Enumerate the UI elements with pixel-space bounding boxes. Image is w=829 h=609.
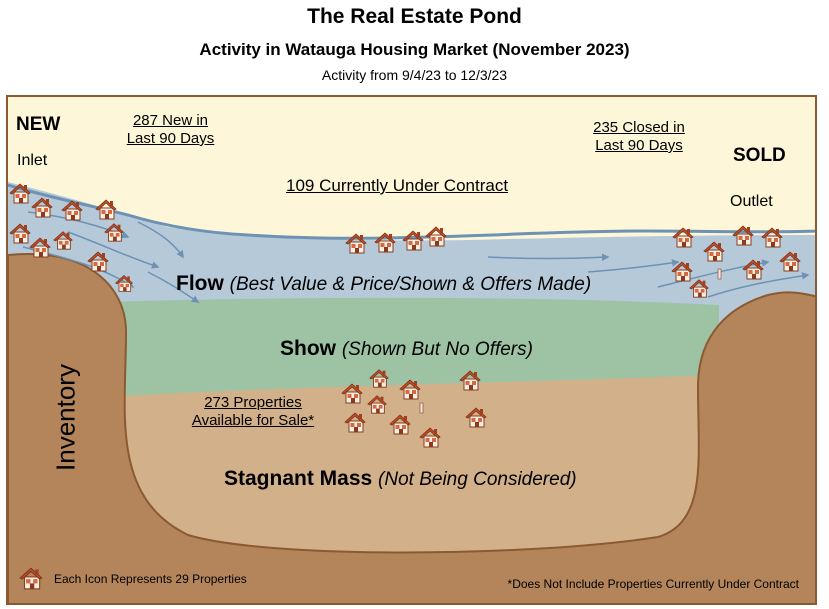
pond-bank [8,253,815,603]
new-label: NEW [16,114,61,135]
inventory-houses [341,369,487,448]
new-count-line1: 287 New in [132,112,209,129]
inlet-label: Inlet [17,152,48,169]
available-line2: Available for Sale* [191,412,315,429]
new-count-label: 287 New in Last 90 Days [118,112,223,148]
footnote: *Does Not Include Properties Currently U… [507,577,799,591]
show-title: Show [280,337,336,360]
closed-count-line1: 235 Closed in [593,119,685,136]
legend-note: Each Icon Represents 29 Properties [54,572,247,586]
flow-label: Flow (Best Value & Price/Shown & Offers … [176,272,591,296]
date-range: Activity from 9/4/23 to 12/3/23 [321,67,508,83]
outlet-houses [671,225,801,298]
water-surface-line [8,183,815,240]
flow-description: (Best Value & Price/Shown & Offers Made) [229,274,592,295]
pond-diagram: NEW Inlet 287 New in Last 90 Days 109 Cu… [6,95,817,605]
page-title: The Real Estate Pond [307,5,522,28]
inventory-label: Inventory [50,364,81,471]
stagnant-label: Stagnant Mass (Not Being Considered) [224,467,577,491]
page-subtitle: Activity in Watauga Housing Market (Nove… [199,40,630,59]
sold-label: SOLD [733,145,786,166]
available-line1: 273 Properties [204,394,302,411]
stagnant-title: Stagnant Mass [224,467,373,490]
show-band-layer [108,297,719,407]
new-count-line2: Last 90 Days [126,130,215,147]
show-description: (Shown But No Offers) [341,339,533,360]
stagnant-description: (Not Being Considered) [378,469,577,490]
closed-count-line2: Last 90 Days [595,137,683,154]
under-contract-label: 109 Currently Under Contract [286,176,509,195]
available-label: 273 Properties Available for Sale* [183,394,323,430]
show-label: Show (Shown But No Offers) [280,337,533,361]
outlet-label: Outlet [730,193,773,210]
pond-illustration [8,97,815,603]
flow-title: Flow [176,272,224,295]
closed-count-label: 235 Closed in Last 90 Days [584,119,694,155]
